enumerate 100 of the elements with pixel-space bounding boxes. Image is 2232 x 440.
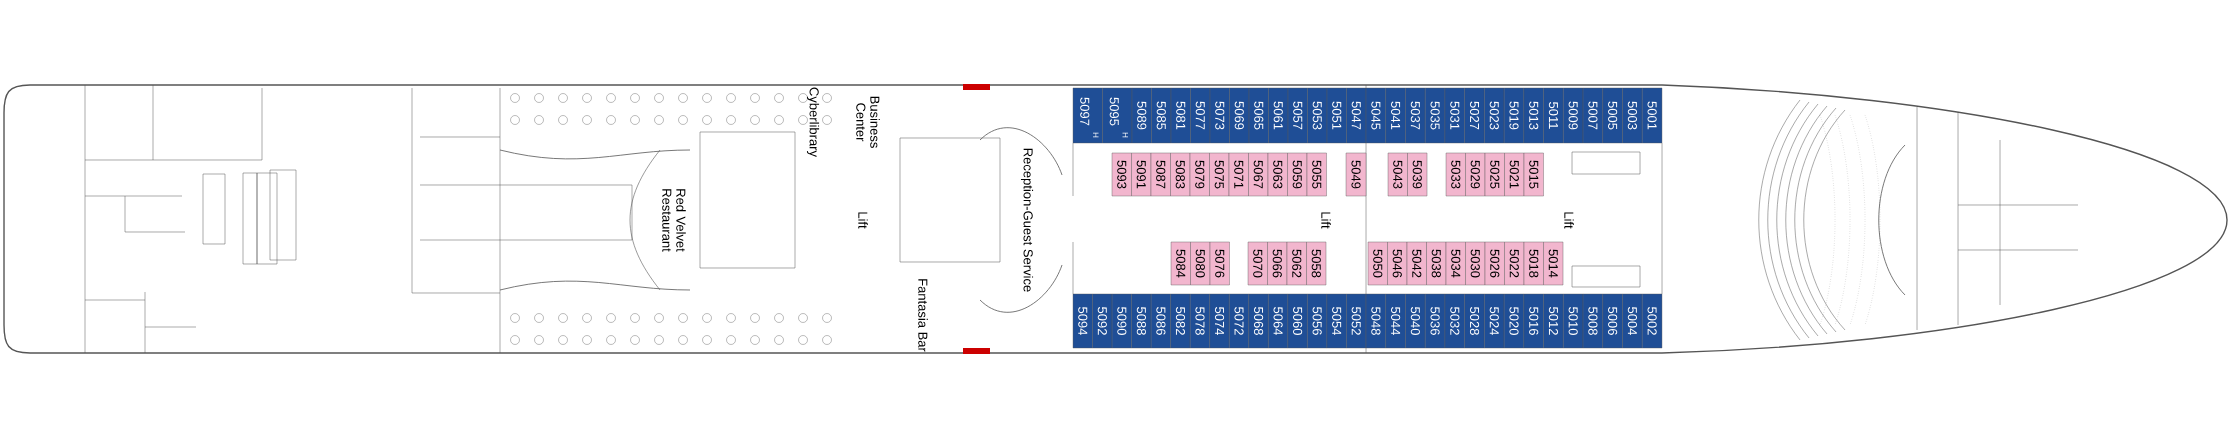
- cabin: 5081: [1170, 87, 1191, 144]
- cabin: 5044: [1385, 293, 1406, 349]
- cabin: 5033: [1445, 152, 1466, 197]
- venue-label: Reception-Guest Service: [1020, 148, 1034, 292]
- cabin: 5005: [1602, 87, 1623, 144]
- cabin: 5069: [1229, 87, 1250, 144]
- cabin: 5095 H: [1102, 87, 1133, 144]
- cabin: 5059: [1287, 152, 1308, 197]
- cabin: 5014: [1543, 241, 1564, 286]
- cabin: 5019: [1503, 87, 1525, 144]
- cabin: 5036: [1425, 293, 1446, 349]
- cabin: 5091: [1131, 152, 1152, 197]
- cabin: 5065: [1248, 87, 1269, 144]
- cabin: 5077: [1190, 87, 1211, 144]
- cabin: 5049: [1345, 152, 1367, 197]
- cabin: 5016: [1523, 293, 1544, 349]
- cabin: 5097 H: [1072, 87, 1103, 144]
- cabin: 5047: [1346, 87, 1367, 144]
- cabin: 5057: [1287, 87, 1308, 144]
- cabin: 5027: [1464, 87, 1485, 144]
- cabin: 5020: [1503, 293, 1525, 349]
- cabin: 5051: [1326, 87, 1347, 144]
- cabin: 5038: [1426, 241, 1447, 286]
- cabin: 5015: [1523, 152, 1544, 197]
- cabin: 5082: [1170, 293, 1191, 349]
- cabin: 5007: [1582, 87, 1603, 144]
- venue-label: Red Velvet Restaurant: [662, 189, 686, 252]
- cabin: 5080: [1190, 241, 1211, 286]
- cabin: 5011: [1543, 87, 1564, 144]
- cabin: 5085: [1151, 87, 1172, 144]
- cabin: 5050: [1367, 241, 1388, 286]
- cabin: 5008: [1582, 293, 1603, 349]
- cabin: 5040: [1405, 293, 1426, 349]
- cabin: 5062: [1286, 241, 1307, 286]
- cabin: 5066: [1267, 241, 1288, 286]
- cabin: 5024: [1484, 293, 1505, 349]
- cabin: 5029: [1465, 152, 1486, 197]
- cabin: 5018: [1523, 241, 1544, 286]
- cabin: 5004: [1622, 293, 1643, 349]
- cabin: 5079: [1189, 152, 1210, 197]
- cabin: 5041: [1385, 87, 1406, 144]
- lift-label: Lift: [858, 212, 868, 229]
- cabin: 5067: [1248, 152, 1269, 197]
- cabin: 5074: [1209, 293, 1230, 349]
- cabin: 5045: [1365, 87, 1386, 144]
- cabin: 5092: [1092, 293, 1113, 349]
- cabin: 5064: [1268, 293, 1289, 349]
- venue-label: Business Center: [856, 96, 880, 148]
- cabin: 5061: [1268, 87, 1289, 144]
- cabin: 5052: [1346, 293, 1367, 349]
- cabin: 5087: [1150, 152, 1171, 197]
- cabin: 5021: [1504, 152, 1525, 197]
- cabin: 5023: [1484, 87, 1505, 144]
- cabin: 5035: [1425, 87, 1446, 144]
- cabin: 5078: [1190, 293, 1210, 349]
- lift-label: Lift: [1321, 212, 1331, 229]
- cabin: 5093: [1111, 152, 1132, 197]
- cabin: 5046: [1387, 241, 1408, 286]
- cabin: 5072: [1229, 293, 1249, 349]
- cabin: 5084: [1170, 241, 1191, 286]
- cabin: 5060: [1287, 293, 1308, 349]
- cabin: 5028: [1464, 293, 1485, 349]
- venue-label: Fantasia Bar: [918, 279, 928, 352]
- cabin: 5001: [1642, 87, 1663, 144]
- cabin: 5013: [1523, 87, 1544, 144]
- cabin: 5063: [1267, 152, 1288, 197]
- cabin: 5090: [1111, 293, 1132, 349]
- cabin: 5026: [1484, 241, 1505, 286]
- cabin: 5055: [1306, 152, 1327, 197]
- cabin: 5089: [1131, 87, 1152, 144]
- cabin: 5056: [1307, 293, 1328, 349]
- cabin: 5042: [1406, 241, 1427, 286]
- cabin: 5068: [1248, 293, 1269, 349]
- cabin: 5037: [1405, 87, 1426, 144]
- cabin: 5030: [1465, 241, 1486, 286]
- cabin: 5086: [1150, 293, 1171, 349]
- cabin: 5043: [1387, 152, 1408, 197]
- cabin: 5076: [1209, 241, 1230, 286]
- cabin: 5031: [1444, 87, 1465, 144]
- cabin: 5083: [1170, 152, 1191, 197]
- lift-label: Lift: [1564, 212, 1574, 229]
- cabin: 5002: [1642, 293, 1663, 349]
- cabin: 5094: [1072, 293, 1093, 349]
- cabin: 5012: [1543, 293, 1564, 349]
- cabin: 5071: [1228, 152, 1249, 197]
- cabin: 5003: [1622, 87, 1643, 144]
- cabin: 5006: [1602, 293, 1623, 349]
- cabin: 5073: [1209, 87, 1230, 144]
- cabin: 5054: [1326, 293, 1347, 349]
- cabin: 5034: [1445, 241, 1466, 286]
- cabin: 5058: [1306, 241, 1327, 286]
- venue-label: Cyberlibrary: [806, 87, 820, 157]
- cabin: 5025: [1484, 152, 1505, 197]
- cabin: 5010: [1563, 293, 1584, 349]
- cabin: 5075: [1209, 152, 1230, 197]
- cabin: 5053: [1307, 87, 1328, 144]
- cabin: 5088: [1131, 293, 1152, 349]
- cabin: 5039: [1407, 152, 1428, 197]
- cabin: 5048: [1365, 293, 1386, 349]
- cabin: 5070: [1247, 241, 1268, 286]
